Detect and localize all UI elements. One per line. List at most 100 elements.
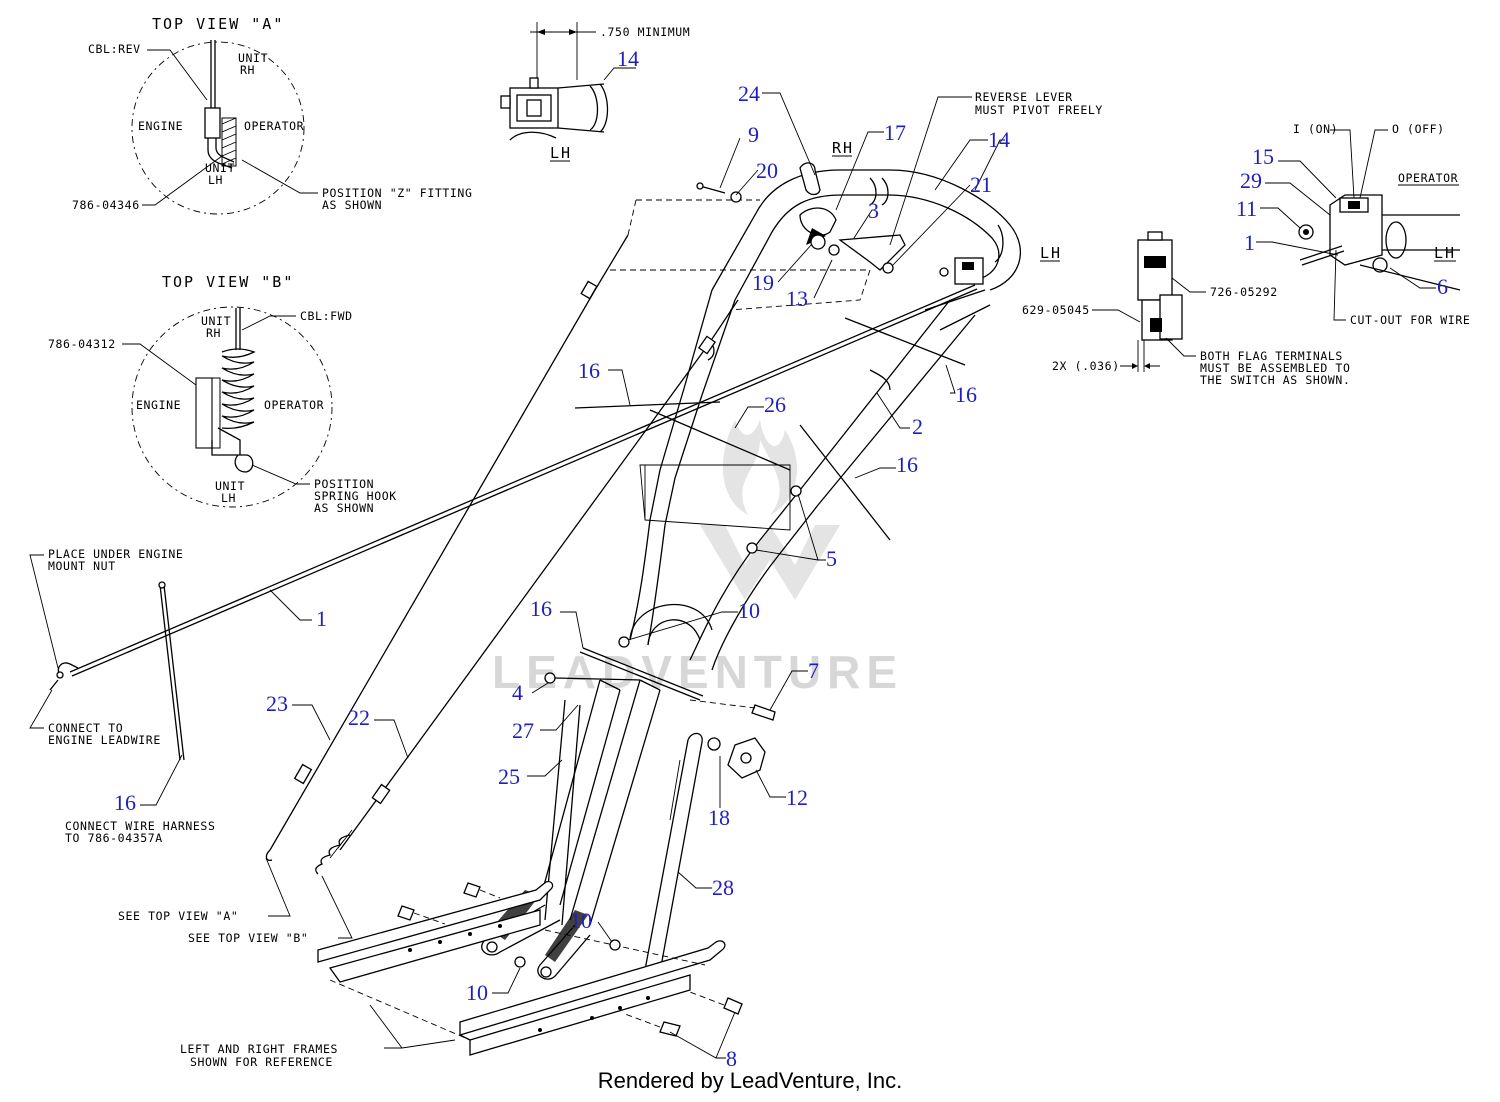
top-view-a-unit-rh-2: RH: [240, 63, 255, 77]
top-view-a-part: 786-04346: [72, 198, 140, 212]
top-view-a-cable: CBL:REV: [88, 42, 141, 56]
top-view-a-engine: ENGINE: [138, 119, 183, 133]
handle-lh-label: LH: [1040, 244, 1062, 262]
callout-5: 5: [826, 546, 837, 571]
callout-16-b: 16: [955, 382, 977, 407]
callout-10-c: 10: [466, 980, 488, 1005]
callout-28: 28: [712, 875, 734, 900]
watermark-text: LEADVENTURE: [492, 646, 903, 698]
part-726: 726-05292: [1210, 285, 1278, 299]
wire-harness-note-2: TO 786-04357A: [65, 831, 163, 845]
top-view-a-note-1: POSITION "Z" FITTING: [322, 186, 472, 200]
top-view-b-title: TOP VIEW "B": [162, 273, 294, 291]
callout-18: 18: [708, 805, 730, 830]
switch-operator-label: OPERATOR: [1398, 171, 1458, 185]
callout-11: 11: [1236, 196, 1257, 221]
top-view-a-operator: OPERATOR: [244, 119, 304, 133]
gap-note: 2X (.036): [1052, 359, 1120, 373]
callout-15: 15: [1252, 144, 1274, 169]
minimum-note: .750 MINIMUM: [600, 25, 690, 39]
callout-7: 7: [808, 658, 819, 683]
watermark: LEADVENTURE: [492, 420, 903, 698]
engine-leadwire-note-2: ENGINE LEADWIRE: [48, 733, 161, 747]
engine-mount-note-2: MOUNT NUT: [48, 559, 116, 573]
frames-note-1: LEFT AND RIGHT FRAMES: [180, 1042, 338, 1056]
footer-credit: Rendered by LeadVenture, Inc.: [597, 1068, 903, 1093]
flag-note-3: THE SWITCH AS SHOWN.: [1200, 373, 1350, 387]
callout-leaders: [140, 92, 1436, 1059]
switch-off-label: O (OFF): [1392, 122, 1445, 136]
engine-mount-note-1: PLACE UNDER ENGINE: [48, 547, 183, 561]
callout-8: 8: [726, 1046, 737, 1071]
top-view-a: TOP VIEW "A" UNIT RH ENGINE OPERATOR UNI…: [72, 15, 472, 215]
part-629: 629-05045: [1022, 303, 1090, 317]
callout-24: 24: [738, 81, 760, 106]
switch-on-label: I (ON): [1293, 122, 1338, 136]
rh-label: RH: [832, 139, 854, 157]
callout-4: 4: [512, 680, 523, 705]
callout-21: 21: [970, 172, 992, 197]
top-view-b-cable: CBL:FWD: [300, 309, 353, 323]
callout-6: 6: [1437, 274, 1448, 299]
callout-19: 19: [752, 270, 774, 295]
reverse-lever-note-2: MUST PIVOT FREELY: [975, 103, 1103, 117]
cut-out-note: CUT-OUT FOR WIRE: [1350, 313, 1470, 327]
detail-lh-label: LH: [550, 144, 572, 162]
switch-detail: 2X (.036) 629-05045 726-05292 BOTH FLAG …: [1022, 122, 1470, 387]
top-view-a-title: TOP VIEW "A": [152, 15, 284, 33]
small-parts: [397, 162, 984, 1037]
callout-27: 27: [512, 718, 534, 743]
see-view-a-note: SEE TOP VIEW "A": [118, 909, 238, 923]
callout-25: 25: [498, 764, 520, 789]
top-view-b-unit-lh-2: LH: [221, 491, 236, 505]
flag-note-2: MUST BE ASSEMBLED TO: [1200, 361, 1350, 375]
switch-lh-label: LH: [1434, 244, 1456, 262]
top-view-b-unit-rh-2: RH: [206, 326, 221, 340]
reverse-lever-note-1: REVERSE LEVER: [975, 90, 1073, 104]
callout-1-cable: 1: [316, 606, 327, 631]
callout-23: 23: [266, 691, 288, 716]
callout-20: 20: [756, 158, 778, 183]
top-view-b: TOP VIEW "B" UNIT RH ENGINE OPERATOR UNI…: [48, 273, 397, 515]
top-view-b-part: 786-04312: [48, 337, 116, 351]
callout-10-b: 10: [570, 908, 592, 933]
top-view-a-unit-lh-2: LH: [208, 173, 223, 187]
callout-13: 13: [786, 286, 808, 311]
wire-harness-note-1: CONNECT WIRE HARNESS: [65, 819, 215, 833]
cables: [49, 199, 978, 875]
top-view-a-note-2: AS SHOWN: [322, 198, 382, 212]
callout-14-handle: 14: [988, 127, 1010, 152]
flag-note-1: BOTH FLAG TERMINALS: [1200, 349, 1343, 363]
callout-26: 26: [764, 392, 786, 417]
top-view-b-engine: ENGINE: [136, 398, 181, 412]
callout-16-c: 16: [896, 452, 918, 477]
callout-2: 2: [912, 414, 923, 439]
callout-22: 22: [348, 705, 370, 730]
top-view-b-note-2: SPRING HOOK: [314, 489, 397, 503]
callout-14-top: 14: [617, 46, 639, 71]
callout-12: 12: [786, 785, 808, 810]
top-view-a-unit-lh-1: UNIT: [205, 161, 235, 175]
top-view-b-note-3: AS SHOWN: [314, 501, 374, 515]
top-view-a-unit-rh-1: UNIT: [238, 51, 268, 65]
see-view-b-note: SEE TOP VIEW "B": [188, 931, 308, 945]
engine-leadwire-note-1: CONNECT TO: [48, 721, 123, 735]
handle-assembly: [317, 169, 1021, 1056]
top-view-b-unit-lh-1: UNIT: [215, 479, 245, 493]
callout-10-a: 10: [738, 598, 760, 623]
callout-9: 9: [748, 122, 759, 147]
callout-1-switch: 1: [1244, 230, 1255, 255]
callout-16-a: 16: [578, 358, 600, 383]
callout-17: 17: [884, 120, 906, 145]
frames-note-2: SHOWN FOR REFERENCE: [190, 1055, 333, 1069]
detail-switch-spacing: .750 MINIMUM LH: [500, 22, 690, 162]
top-view-b-operator: OPERATOR: [264, 398, 324, 412]
callout-29: 29: [1240, 168, 1262, 193]
main-notes: RH REVERSE LEVER MUST PIVOT FREELY LH PL…: [29, 90, 1103, 1069]
top-view-b-unit-rh-1: UNIT: [201, 314, 231, 328]
callout-numbers: 14 24 9 20 17 3 14 21 19 13 15 29 11 1 6…: [114, 46, 1448, 1071]
callout-3: 3: [868, 198, 879, 223]
callout-16-e: 16: [114, 790, 136, 815]
top-view-b-note-1: POSITION: [314, 477, 374, 491]
